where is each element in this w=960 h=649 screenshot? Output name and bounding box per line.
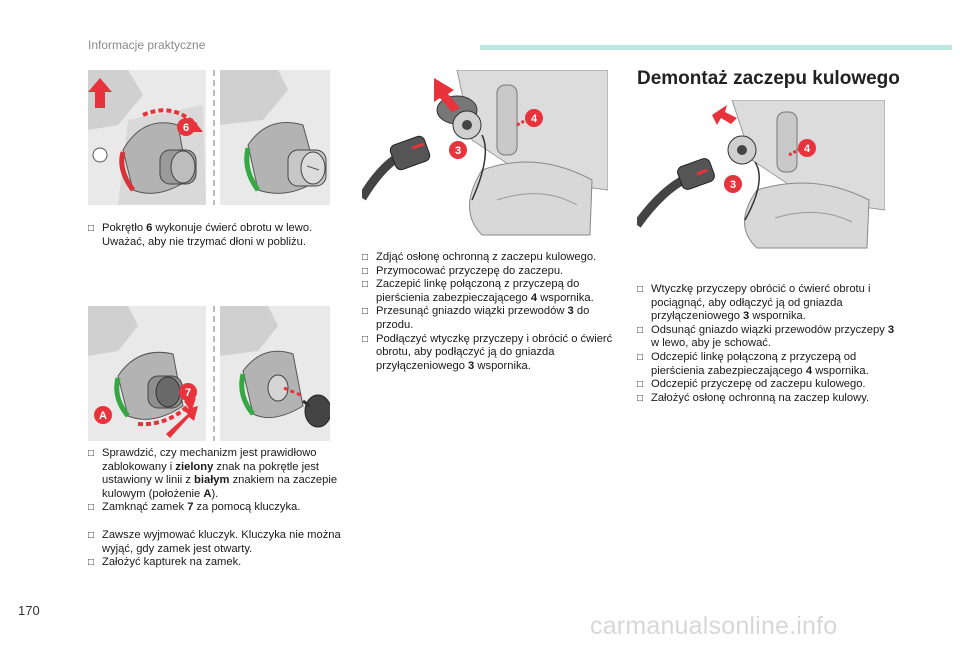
bold-ref: 3 xyxy=(887,323,895,336)
col2-text: □ Zdjąć osłonę ochronną z zaczepu kuloweg… xyxy=(362,251,618,373)
bullet-text: ). xyxy=(211,487,219,500)
bullet-marker-icon: □ xyxy=(88,502,95,514)
bullet-text: Sprawdzić, czy mechanizm jest prawidłowo… xyxy=(102,447,317,473)
bullet-text: Wtyczkę przyczepy obrócić o ćwierć obrot… xyxy=(651,283,871,323)
bold-ref: 3 xyxy=(468,359,475,372)
bullet-text: Zdjąć osłonę ochronną z zaczepu kulowego… xyxy=(376,251,597,263)
figure-knob-rotation: 6 xyxy=(88,70,330,205)
bullet-text: Zawsze wyjmować kluczyk. Kluczyka nie mo… xyxy=(102,529,341,555)
bullet-text: w lewo, aby je schować. xyxy=(651,337,772,350)
bullet-text: za pomocą kluczyka. xyxy=(193,501,301,514)
col1-bottom-text-a: □ Sprawdzić, czy mechanizm jest prawidłow… xyxy=(88,447,344,515)
figure-lock: A 7 xyxy=(88,306,330,441)
bullet-marker-icon: □ xyxy=(362,279,369,291)
callout-3: 3 xyxy=(455,145,461,157)
bullet-marker-icon: □ xyxy=(88,557,95,569)
bullet-item: □ Założyć osłonę ochronną na zaczep kulow… xyxy=(637,392,895,406)
bullet-text: Zamknąć zamek xyxy=(102,501,188,514)
bullet-marker-icon: □ xyxy=(362,333,369,345)
bold-ref: 4 xyxy=(530,291,538,304)
bullet-marker-icon: □ xyxy=(88,530,95,541)
bullet-text: do przodu. xyxy=(376,305,590,331)
bullet-item: □ Pokrętło 6 wykonuje ćwierć obrotu w lew… xyxy=(88,222,338,249)
bold-ref: 3 xyxy=(743,310,750,323)
bullet-text: znak na pokrętle jest ustawiony w linii … xyxy=(102,460,320,487)
bullet-marker-icon: □ xyxy=(362,252,369,263)
bullet-text: Pokrętło xyxy=(102,222,147,234)
bullet-item: □ Przymocować przyczepę do zaczepu. xyxy=(362,265,618,279)
bullet-text: Odsunąć gniazdo wiązki przewodów przycze… xyxy=(651,323,888,336)
bullet-item: □ Zdjąć osłonę ochronną z zaczepu kuloweg… xyxy=(362,251,618,265)
bullet-text: wspornika. xyxy=(812,364,869,377)
bullet-text: wspornika. xyxy=(537,291,594,304)
callout-7: 7 xyxy=(185,387,191,399)
bullet-marker-icon: □ xyxy=(362,306,369,318)
bullet-item: □ Wtyczkę przyczepy obrócić o ćwierć obro… xyxy=(637,283,895,324)
bullet-item: □ Założyć kapturek na zamek. xyxy=(88,556,344,570)
col1-top-text: □ Pokrętło 6 wykonuje ćwierć obrotu w lew… xyxy=(88,222,338,249)
bullet-text: wykonuje ćwierć obrotu w lewo. Uważać, a… xyxy=(102,222,313,248)
bullet-marker-icon: □ xyxy=(637,351,644,363)
bullet-text: Odczepić przyczepę od zaczepu kulowego. xyxy=(651,378,866,391)
bullet-marker-icon: □ xyxy=(362,265,369,277)
bullet-item: □ Podłączyć wtyczkę przyczepy i obrócić o… xyxy=(362,333,618,374)
bold-ref: białym xyxy=(194,474,230,487)
bullet-item: □ Zaczepić linkę połączoną z przyczepą do… xyxy=(362,278,618,305)
bullet-item: □ Sprawdzić, czy mechanizm jest prawidłow… xyxy=(88,447,344,501)
bullet-item: □ Odczepić linkę połączoną z przyczepą od… xyxy=(637,351,895,378)
bullet-text: Przesunąć gniazdo wiązki przewodów xyxy=(376,305,568,318)
bullet-marker-icon: □ xyxy=(637,379,644,391)
callout-4-remove: 4 xyxy=(804,143,811,155)
bold-ref: 6 xyxy=(146,222,153,234)
bullet-text: wspornika. xyxy=(474,359,531,372)
page-number: 170 xyxy=(18,603,40,618)
bullet-text: Założyć osłonę ochronną na zaczep kulowy… xyxy=(651,391,870,404)
bullet-text: Odczepić linkę połączoną z przyczepą od … xyxy=(651,350,857,377)
bullet-item: □ Odczepić przyczepę od zaczepu kulowego. xyxy=(637,378,895,392)
header-accent-bar xyxy=(480,45,952,50)
bullet-marker-icon: □ xyxy=(88,448,95,459)
callout-3-remove: 3 xyxy=(730,179,736,191)
bullet-text: Zaczepić linkę połączoną z przyczepą do … xyxy=(376,278,580,304)
bullet-text: znakiem na zaczepie kulowym (położenie xyxy=(102,474,338,500)
section-title: Demontaż zaczepu kulowego xyxy=(637,68,900,89)
bullet-marker-icon: □ xyxy=(88,223,95,234)
bold-ref: 3 xyxy=(567,305,574,318)
bullet-text: Przymocować przyczepę do zaczepu. xyxy=(376,264,564,277)
bold-ref: 4 xyxy=(805,364,813,377)
watermark: carmanualsonline.info xyxy=(590,612,838,640)
bullet-item: □ Zawsze wyjmować kluczyk. Kluczyka nie m… xyxy=(88,529,344,556)
callout-4: 4 xyxy=(531,113,538,125)
bold-ref: 7 xyxy=(187,501,194,514)
figure-connect-trailer: 4 3 xyxy=(362,70,608,238)
bullet-item: □ Przesunąć gniazdo wiązki przewodów 3 do… xyxy=(362,305,618,332)
bullet-marker-icon: □ xyxy=(637,284,644,295)
col1-bottom-text-b: □ Zawsze wyjmować kluczyk. Kluczyka nie m… xyxy=(88,529,344,570)
callout-6: 6 xyxy=(183,122,189,134)
figure-disconnect-trailer: 4 3 xyxy=(637,100,885,250)
col3-text: □ Wtyczkę przyczepy obrócić o ćwierć obro… xyxy=(637,283,895,405)
bullet-marker-icon: □ xyxy=(637,392,644,404)
bold-ref: zielony xyxy=(175,460,214,473)
bold-ref: A xyxy=(203,487,212,500)
bullet-marker-icon: □ xyxy=(637,324,644,336)
bullet-text: Założyć kapturek na zamek. xyxy=(102,556,242,569)
bullet-item: □ Odsunąć gniazdo wiązki przewodów przycz… xyxy=(637,324,895,351)
bullet-text: wspornika. xyxy=(749,310,806,323)
callout-a: A xyxy=(99,410,107,422)
section-header: Informacje praktyczne xyxy=(88,38,206,52)
bullet-item: □ Zamknąć zamek 7 za pomocą kluczyka. xyxy=(88,501,344,515)
bullet-text: Podłączyć wtyczkę przyczepy i obrócić o … xyxy=(376,332,613,372)
